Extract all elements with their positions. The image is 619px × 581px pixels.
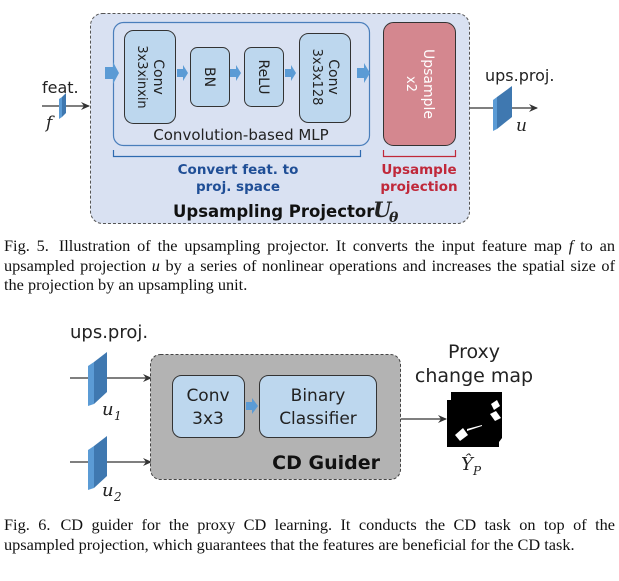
conv-block-1: Conv 3x3xinxin: [124, 30, 176, 124]
input1-sub: 1: [114, 409, 122, 423]
flow-arrow-icon: [230, 65, 241, 81]
flow-arrow-icon: [177, 65, 188, 81]
mlp-group-label: Convolution-based MLP: [153, 126, 328, 144]
relu-block: ReLU: [244, 47, 284, 107]
cd-guider-title: CD Guider: [272, 452, 380, 474]
bn-block: BN: [190, 47, 230, 107]
figure-6-caption: Fig. 6.CD guider for the proxy CD learni…: [4, 515, 615, 554]
proxy-change-map-image: [447, 392, 502, 447]
flow-arrow-icon: [105, 62, 119, 84]
upsample-annotation-line1: Upsample: [381, 162, 456, 178]
convert-annotation-line1: Convert feat. to: [178, 162, 299, 178]
convert-bracket: [112, 150, 362, 158]
mlp-group-box: [112, 21, 371, 147]
module-title: Upsampling Projector: [173, 202, 375, 221]
fig5-sym-u: u: [151, 255, 160, 275]
feature-map-u2-icon: [88, 436, 107, 490]
output-label: ups.proj.: [485, 66, 554, 85]
fig5-sym-f: f: [568, 236, 574, 255]
upsample-bracket: [382, 150, 457, 158]
fig5-text-c: by a series of nonlinear operations and …: [4, 255, 615, 295]
relu-block-label: ReLU: [255, 59, 271, 94]
upsample-block-line2: x2: [403, 76, 418, 92]
flow-arrow-icon: [285, 65, 296, 81]
conv-block-2-line1: Conv: [325, 59, 341, 95]
binary-classifier-line1: Binary: [291, 386, 346, 406]
bn-block-label: BN: [201, 67, 217, 87]
input1-symbol: u: [102, 399, 114, 420]
fig6-input-label: ups.proj.: [70, 322, 148, 343]
fig6-number: Fig. 6.: [4, 515, 51, 534]
input2-symbol: u: [102, 480, 114, 501]
upsample-block-line1: Upsample: [420, 49, 436, 119]
upsample-block: Upsample x2: [383, 22, 456, 146]
fig5-text-b: to an upsampled projection: [4, 236, 616, 275]
upsampling-projector-box: [90, 13, 470, 224]
conv-block-2: Conv 3x3x128: [299, 33, 351, 123]
feature-map-f-icon: [59, 93, 66, 119]
input-label: feat.: [42, 78, 79, 97]
module-symbol-sub: θ: [389, 210, 399, 226]
feature-map-u1-icon: [88, 352, 107, 406]
fig6-text: CD guider for the proxy CD learning. It …: [4, 515, 616, 554]
binary-classifier-block: Binary Classifier: [259, 375, 377, 438]
module-symbol: U: [373, 197, 393, 222]
output-label-line1: Proxy: [448, 341, 500, 363]
figure-5-caption: Fig. 5. Illustration of the upsampling pr…: [4, 236, 615, 295]
input-symbol: f: [44, 113, 55, 133]
output-symbol: u: [516, 116, 527, 136]
conv3x3-line2: 3x3: [192, 409, 224, 429]
fig5-number: Fig. 5.: [4, 236, 49, 255]
feature-map-u-icon: [493, 86, 512, 131]
conv-block-1-line1: Conv: [150, 59, 166, 95]
flow-arrow-icon: [357, 63, 370, 83]
conv-block-2-line2: 3x3x128: [309, 49, 324, 106]
conv-block-1-line2: 3x3xinxin: [134, 45, 149, 108]
upsample-annotation-line2: projection: [380, 179, 457, 195]
output-label-line2: change map: [415, 365, 533, 387]
conv3x3-line1: Conv: [186, 386, 229, 406]
binary-classifier-line2: Classifier: [279, 409, 357, 429]
conv3x3-block: Conv 3x3: [172, 375, 245, 438]
convert-annotation-line2: proj. space: [196, 179, 280, 195]
fig5-text-a: Illustration of the upsampling projector…: [58, 236, 569, 255]
input2-sub: 2: [113, 490, 122, 504]
flow-arrow-icon: [246, 398, 258, 414]
output-sub: P: [472, 464, 482, 478]
output-symbol: Ŷ: [461, 452, 475, 475]
